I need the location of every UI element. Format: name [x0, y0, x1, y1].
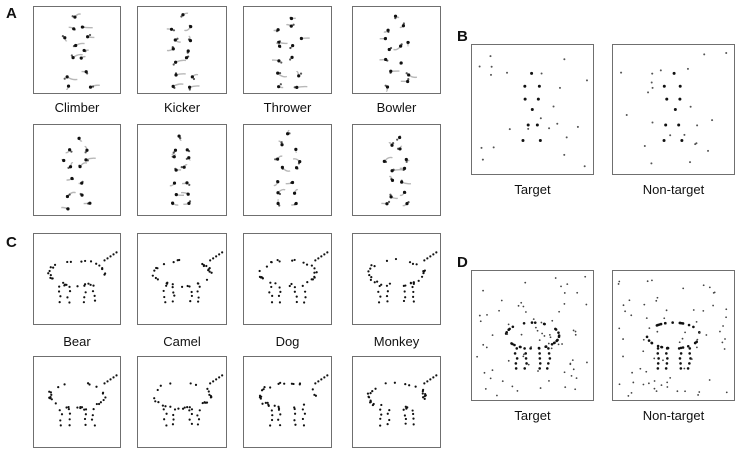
walker-target-frame — [471, 44, 594, 175]
biological-motion-kicker-frame — [137, 6, 227, 94]
stimulus-dots — [153, 374, 224, 427]
biological-motion-thrower-frame — [243, 6, 332, 94]
animal-monkey-frame — [352, 233, 441, 325]
stimulus-dots — [47, 251, 118, 304]
caption-dog: Dog — [275, 334, 300, 349]
biological-motion-bowler-frame — [352, 6, 441, 94]
caption-target-d: Target — [514, 408, 551, 423]
animal-monkey-variant-frame — [352, 356, 441, 448]
stimulus-dots — [366, 374, 438, 427]
stimulus-dots — [478, 55, 588, 168]
caption-thrower: Thrower — [263, 100, 312, 115]
stimulus-dots — [151, 251, 224, 304]
animal-dog-frame — [243, 233, 332, 325]
animal-bear-frame — [33, 233, 121, 325]
panel-letter-a: A — [6, 5, 17, 22]
panel-letter-c: C — [6, 234, 17, 251]
animal-camel-frame — [137, 233, 227, 325]
stimulus-dots — [169, 134, 192, 206]
stimulus-dots — [379, 14, 418, 92]
animal-dog-variant-frame — [243, 356, 332, 448]
caption-monkey: Monkey — [373, 334, 420, 349]
stimulus-dots — [271, 16, 310, 89]
biological-motion-thrower-variant-frame — [243, 124, 332, 216]
biological-motion-climber-variant-frame — [33, 124, 121, 216]
biological-motion-bowler-variant-frame — [352, 124, 441, 216]
caption-bear: Bear — [63, 334, 91, 349]
stimulus-dots — [381, 135, 412, 207]
stimulus-dots — [258, 374, 329, 427]
panel-letter-d: D — [457, 254, 468, 271]
animal-nontarget-frame — [612, 270, 735, 401]
stimulus-dots — [61, 136, 96, 211]
biological-motion-climber-frame — [33, 6, 121, 94]
stimulus-dots — [166, 12, 200, 91]
caption-bowler: Bowler — [376, 100, 417, 115]
stimulus-dots — [367, 251, 438, 304]
animal-bear-variant-frame — [33, 356, 121, 448]
caption-target-b: Target — [514, 182, 551, 197]
stimulus-dots — [476, 275, 588, 397]
stimulus-dots — [617, 279, 728, 397]
caption-climber: Climber — [54, 100, 100, 115]
animal-camel-variant-frame — [137, 356, 227, 448]
caption-kicker: Kicker — [163, 100, 201, 115]
stimulus-dots — [620, 51, 728, 165]
panel-letter-b: B — [457, 28, 468, 45]
caption-nontarget-d: Non-target — [642, 408, 705, 423]
caption-camel: Camel — [163, 334, 201, 349]
caption-nontarget-b: Non-target — [642, 182, 705, 197]
walker-nontarget-frame — [612, 44, 735, 175]
stimulus-dots — [273, 129, 302, 207]
stimulus-dots — [61, 13, 100, 90]
stimulus-dots — [48, 374, 118, 427]
stimulus-dots — [258, 251, 329, 304]
animal-target-frame — [471, 270, 594, 401]
biological-motion-kicker-variant-frame — [137, 124, 227, 216]
